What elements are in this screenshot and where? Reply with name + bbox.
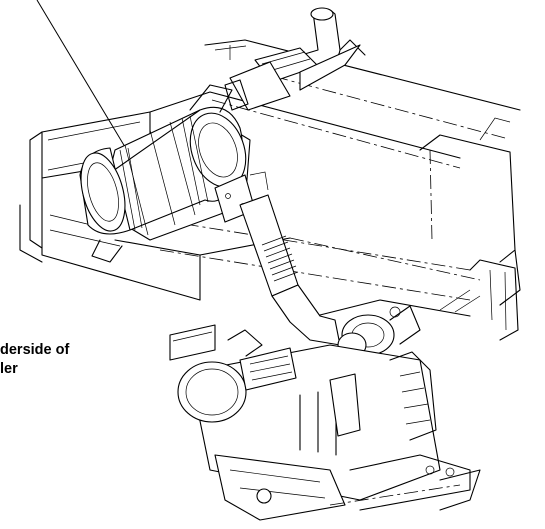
callout-label: derside of ler [0,341,69,379]
engine [169,324,481,521]
callout-line-1: derside of [0,342,70,358]
leader-line [36,0,141,173]
exhaust-elbow [224,7,361,111]
callout-line-2: ler [0,361,18,377]
flex-pipe [214,171,341,346]
muffler-canister [79,84,251,263]
